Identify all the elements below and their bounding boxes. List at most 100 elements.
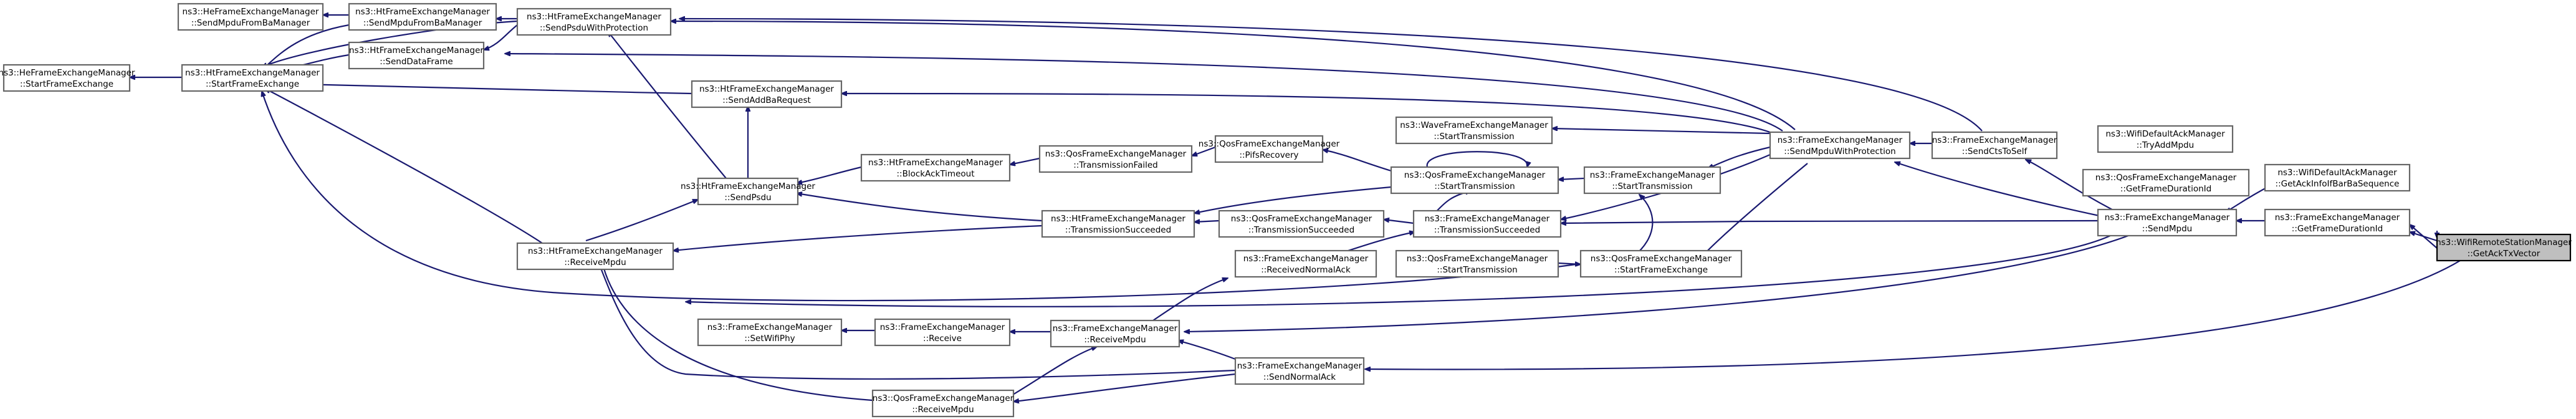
- edge-n6-n5: [484, 24, 518, 50]
- node-box[interactable]: [516, 242, 674, 271]
- node-label-line2: ::StartTransmission: [1437, 265, 1517, 275]
- edge-n26-n9: [602, 262, 873, 402]
- node-box[interactable]: [1234, 249, 1377, 278]
- node-label-line2: ::SendMpdu: [2142, 224, 2192, 234]
- node-n11[interactable]: ns3::QosFrameExchangeManager::Transmissi…: [1038, 145, 1193, 173]
- node-n9[interactable]: ns3::HtFrameExchangeManager::ReceiveMpdu: [516, 242, 674, 271]
- node-label-line2: ::StartFrameExchange: [20, 79, 113, 89]
- node-box[interactable]: [1038, 145, 1193, 173]
- node-box[interactable]: [697, 318, 843, 347]
- node-n8[interactable]: ns3::HtFrameExchangeManager::SendPsdu: [681, 177, 815, 206]
- node-box[interactable]: [1041, 210, 1195, 238]
- edge-n26-n24: [1009, 347, 1097, 397]
- node-box[interactable]: [1218, 210, 1385, 238]
- node-n7[interactable]: ns3::HtFrameExchangeManager::SendAddBaRe…: [691, 80, 843, 108]
- node-label-line1: ns3::FrameExchangeManager: [1590, 170, 1715, 180]
- edge-n21-n17: [1632, 195, 1654, 258]
- node-n34[interactable]: ns3::WifiRemoteStationManager::GetAckTxV…: [2436, 233, 2572, 262]
- node-label-line1: ns3::QosFrameExchangeManager: [873, 393, 1014, 403]
- node-n19[interactable]: ns3::FrameExchangeManager::ReceivedNorma…: [1234, 249, 1377, 278]
- edge-n25-n24: [1178, 340, 1236, 360]
- node-box[interactable]: [516, 7, 672, 36]
- node-n24[interactable]: ns3::FrameExchangeManager::ReceiveMpdu: [1050, 319, 1180, 348]
- node-n30[interactable]: ns3::WifiDefaultAckManager::TryAddMpdu: [2097, 125, 2234, 153]
- node-label-line1: ns3::FrameExchangeManager: [1243, 254, 1369, 264]
- node-n31[interactable]: ns3::QosFrameExchangeManager::GetFrameDu…: [2082, 168, 2250, 197]
- node-n17[interactable]: ns3::FrameExchangeManager::StartTransmis…: [1583, 166, 1721, 195]
- node-n27[interactable]: ns3::FrameExchangeManager::SendMpduWithP…: [1769, 131, 1911, 160]
- node-n18[interactable]: ns3::FrameExchangeManager::TransmissionS…: [1412, 210, 1562, 238]
- node-box[interactable]: [1769, 131, 1911, 160]
- node-n13[interactable]: ns3::HtFrameExchangeManager::Transmissio…: [1041, 210, 1195, 238]
- node-box[interactable]: [1583, 166, 1721, 195]
- edge-n9-n8: [585, 198, 698, 242]
- node-n12[interactable]: ns3::QosFrameExchangeManager::PifsRecove…: [1199, 135, 1340, 163]
- node-box[interactable]: [2097, 208, 2238, 237]
- node-box[interactable]: [348, 41, 485, 70]
- edge-n18-n14: [1384, 219, 1414, 224]
- node-box[interactable]: [1395, 249, 1559, 278]
- node-n25[interactable]: ns3::FrameExchangeManager::SendNormalAck: [1234, 357, 1365, 385]
- edge-n27-n18: [1561, 153, 1771, 219]
- node-box[interactable]: [1412, 210, 1562, 238]
- node-box[interactable]: [1931, 131, 2058, 160]
- node-label-line1: ns3::FrameExchangeManager: [707, 322, 833, 332]
- node-box[interactable]: [1390, 166, 1559, 195]
- node-box[interactable]: [2097, 125, 2234, 153]
- node-box[interactable]: [874, 318, 1011, 347]
- edge-n20-n21: [1558, 263, 1581, 264]
- node-box[interactable]: [871, 389, 1015, 418]
- node-box[interactable]: [2082, 168, 2250, 197]
- node-n15[interactable]: ns3::QosFrameExchangeManager::StartTrans…: [1390, 166, 1559, 195]
- node-n10[interactable]: ns3::HtFrameExchangeManager::BlockAckTim…: [860, 153, 1011, 182]
- node-box[interactable]: [860, 153, 1011, 182]
- node-n16[interactable]: ns3::WaveFrameExchangeManager::StartTran…: [1395, 116, 1553, 145]
- node-label-line1: ns3::QosFrameExchangeManager: [1591, 254, 1732, 264]
- node-n22[interactable]: ns3::FrameExchangeManager::SetWifiPhy: [697, 318, 843, 347]
- node-box[interactable]: [348, 2, 497, 31]
- edge-n27-n17: [1708, 146, 1771, 170]
- node-label-line1: ns3::HtFrameExchangeManager: [1051, 214, 1185, 224]
- node-box[interactable]: [1234, 357, 1365, 385]
- node-n32[interactable]: ns3::WifiDefaultAckManager::GetAckInfoIf…: [2264, 163, 2411, 192]
- node-box[interactable]: [2436, 233, 2572, 262]
- edge-n15-n12: [1323, 150, 1392, 172]
- node-label-line2: ::SendMpduFromBaManager: [191, 18, 310, 28]
- node-box[interactable]: [177, 2, 324, 31]
- node-box[interactable]: [691, 80, 843, 108]
- node-box[interactable]: [1579, 249, 1743, 278]
- node-n29[interactable]: ns3::FrameExchangeManager::SendMpdu: [2097, 208, 2238, 237]
- edges: [130, 15, 2469, 402]
- node-n14[interactable]: ns3::QosFrameExchangeManager::Transmissi…: [1218, 210, 1385, 238]
- node-n21[interactable]: ns3::QosFrameExchangeManager::StartFrame…: [1579, 249, 1743, 278]
- node-box[interactable]: [2264, 208, 2411, 237]
- node-n6[interactable]: ns3::HtFrameExchangeManager::SendPsduWit…: [516, 7, 672, 36]
- node-n33[interactable]: ns3::FrameExchangeManager::GetFrameDurat…: [2264, 208, 2411, 237]
- node-label-line1: ns3::WifiRemoteStationManager: [2436, 238, 2572, 248]
- node-box[interactable]: [181, 64, 324, 92]
- node-label-line1: ns3::HeFrameExchangeManager: [0, 68, 135, 78]
- node-box[interactable]: [697, 177, 799, 206]
- node-label-line1: ns3::HtFrameExchangeManager: [528, 246, 663, 256]
- node-label-line2: ::TransmissionSucceeded: [1434, 225, 1540, 235]
- node-box[interactable]: [1395, 116, 1553, 145]
- node-n5[interactable]: ns3::HtFrameExchangeManager::SendDataFra…: [348, 41, 485, 70]
- node-label-line2: ::TransmissionSucceeded: [1065, 225, 1171, 235]
- node-n3[interactable]: ns3::HtFrameExchangeManager::StartFrameE…: [181, 64, 324, 92]
- node-n2[interactable]: ns3::HeFrameExchangeManager::SendMpduFro…: [177, 2, 324, 31]
- node-n4[interactable]: ns3::HtFrameExchangeManager::SendMpduFro…: [348, 2, 497, 31]
- node-n1[interactable]: ns3::HeFrameExchangeManager::StartFrameE…: [0, 64, 135, 92]
- edge-n10-n8: [797, 166, 862, 183]
- node-n23[interactable]: ns3::FrameExchangeManager::Receive: [874, 318, 1011, 347]
- node-n20[interactable]: ns3::QosFrameExchangeManager::StartTrans…: [1395, 249, 1559, 278]
- node-n26[interactable]: ns3::QosFrameExchangeManager::ReceiveMpd…: [871, 389, 1015, 418]
- node-label-line2: ::PifsRecovery: [1239, 150, 1298, 160]
- node-box[interactable]: [1214, 135, 1324, 163]
- node-label-line1: ns3::QosFrameExchangeManager: [1407, 254, 1548, 264]
- node-label-line2: ::ReceiveMpdu: [564, 258, 626, 267]
- node-n28[interactable]: ns3::FrameExchangeManager::SendCtsToSelf: [1931, 131, 2058, 160]
- node-box[interactable]: [2264, 163, 2411, 192]
- node-box[interactable]: [2, 64, 131, 92]
- node-box[interactable]: [1050, 319, 1180, 348]
